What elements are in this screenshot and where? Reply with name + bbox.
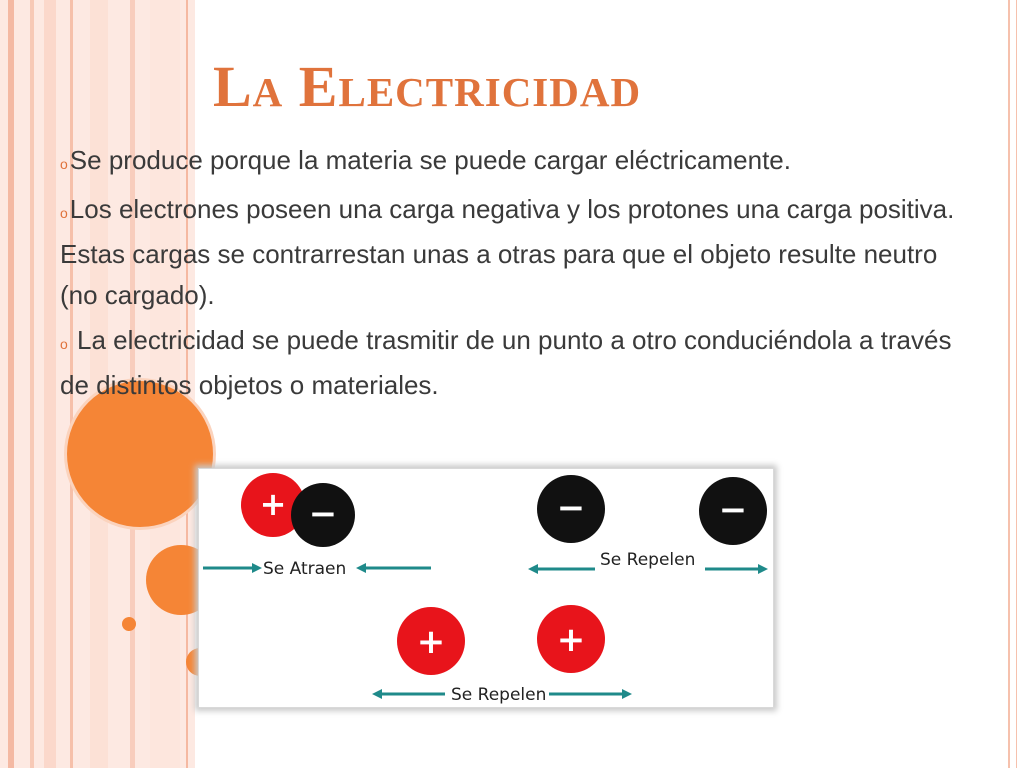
- bullet-marker: o: [60, 205, 68, 221]
- slide-title: La Electricidad: [213, 54, 642, 119]
- decorative-circle-small: [122, 617, 136, 631]
- stripe: [8, 0, 14, 768]
- decorative-circle-large: [67, 381, 213, 527]
- stripe: [44, 0, 56, 768]
- bullet-paragraph: o La electricidad se puede trasmitir de …: [60, 320, 960, 406]
- charges-diagram: + − Se Atraen − − Se Repelen + + Se Repe…: [203, 473, 768, 705]
- slide-body: oSe produce porque la materia se puede c…: [60, 140, 960, 410]
- label-se-repelen: Se Repelen: [600, 550, 695, 570]
- minus-sign: −: [557, 488, 586, 528]
- label-se-atraen: Se Atraen: [263, 559, 346, 579]
- bullet-marker: o: [60, 336, 68, 352]
- stripe: [186, 0, 188, 768]
- positive-charge: [397, 607, 465, 675]
- right-border-line: [1016, 0, 1017, 768]
- bullet-paragraph: oSe produce porque la materia se puede c…: [60, 140, 960, 185]
- paragraph-text: Los electrones poseen una carga negativa…: [60, 194, 955, 310]
- stripe: [70, 0, 73, 768]
- minus-sign: −: [719, 490, 748, 530]
- paragraph-text: La electricidad se puede trasmitir de un…: [60, 325, 952, 400]
- bullet-paragraph: oLos electrones poseen una carga negativ…: [60, 189, 960, 316]
- plus-sign: +: [557, 620, 586, 660]
- stripe: [90, 0, 108, 768]
- positive-charge: [537, 605, 605, 673]
- paragraph-text: Se produce porque la materia se puede ca…: [69, 145, 791, 175]
- stripe: [30, 0, 34, 768]
- right-border-line: [1008, 0, 1010, 768]
- plus-sign: +: [417, 622, 446, 662]
- bullet-marker: o: [60, 156, 68, 172]
- charges-illustration: + − Se Atraen − − Se Repelen + + Se Repe…: [198, 468, 774, 708]
- minus-sign: −: [309, 494, 338, 534]
- plus-sign: +: [260, 485, 287, 523]
- positive-charge: [241, 473, 305, 537]
- negative-charge: [537, 475, 605, 543]
- negative-charge: [291, 483, 355, 547]
- label-se-repelen: Se Repelen: [451, 685, 546, 705]
- negative-charge: [699, 477, 767, 545]
